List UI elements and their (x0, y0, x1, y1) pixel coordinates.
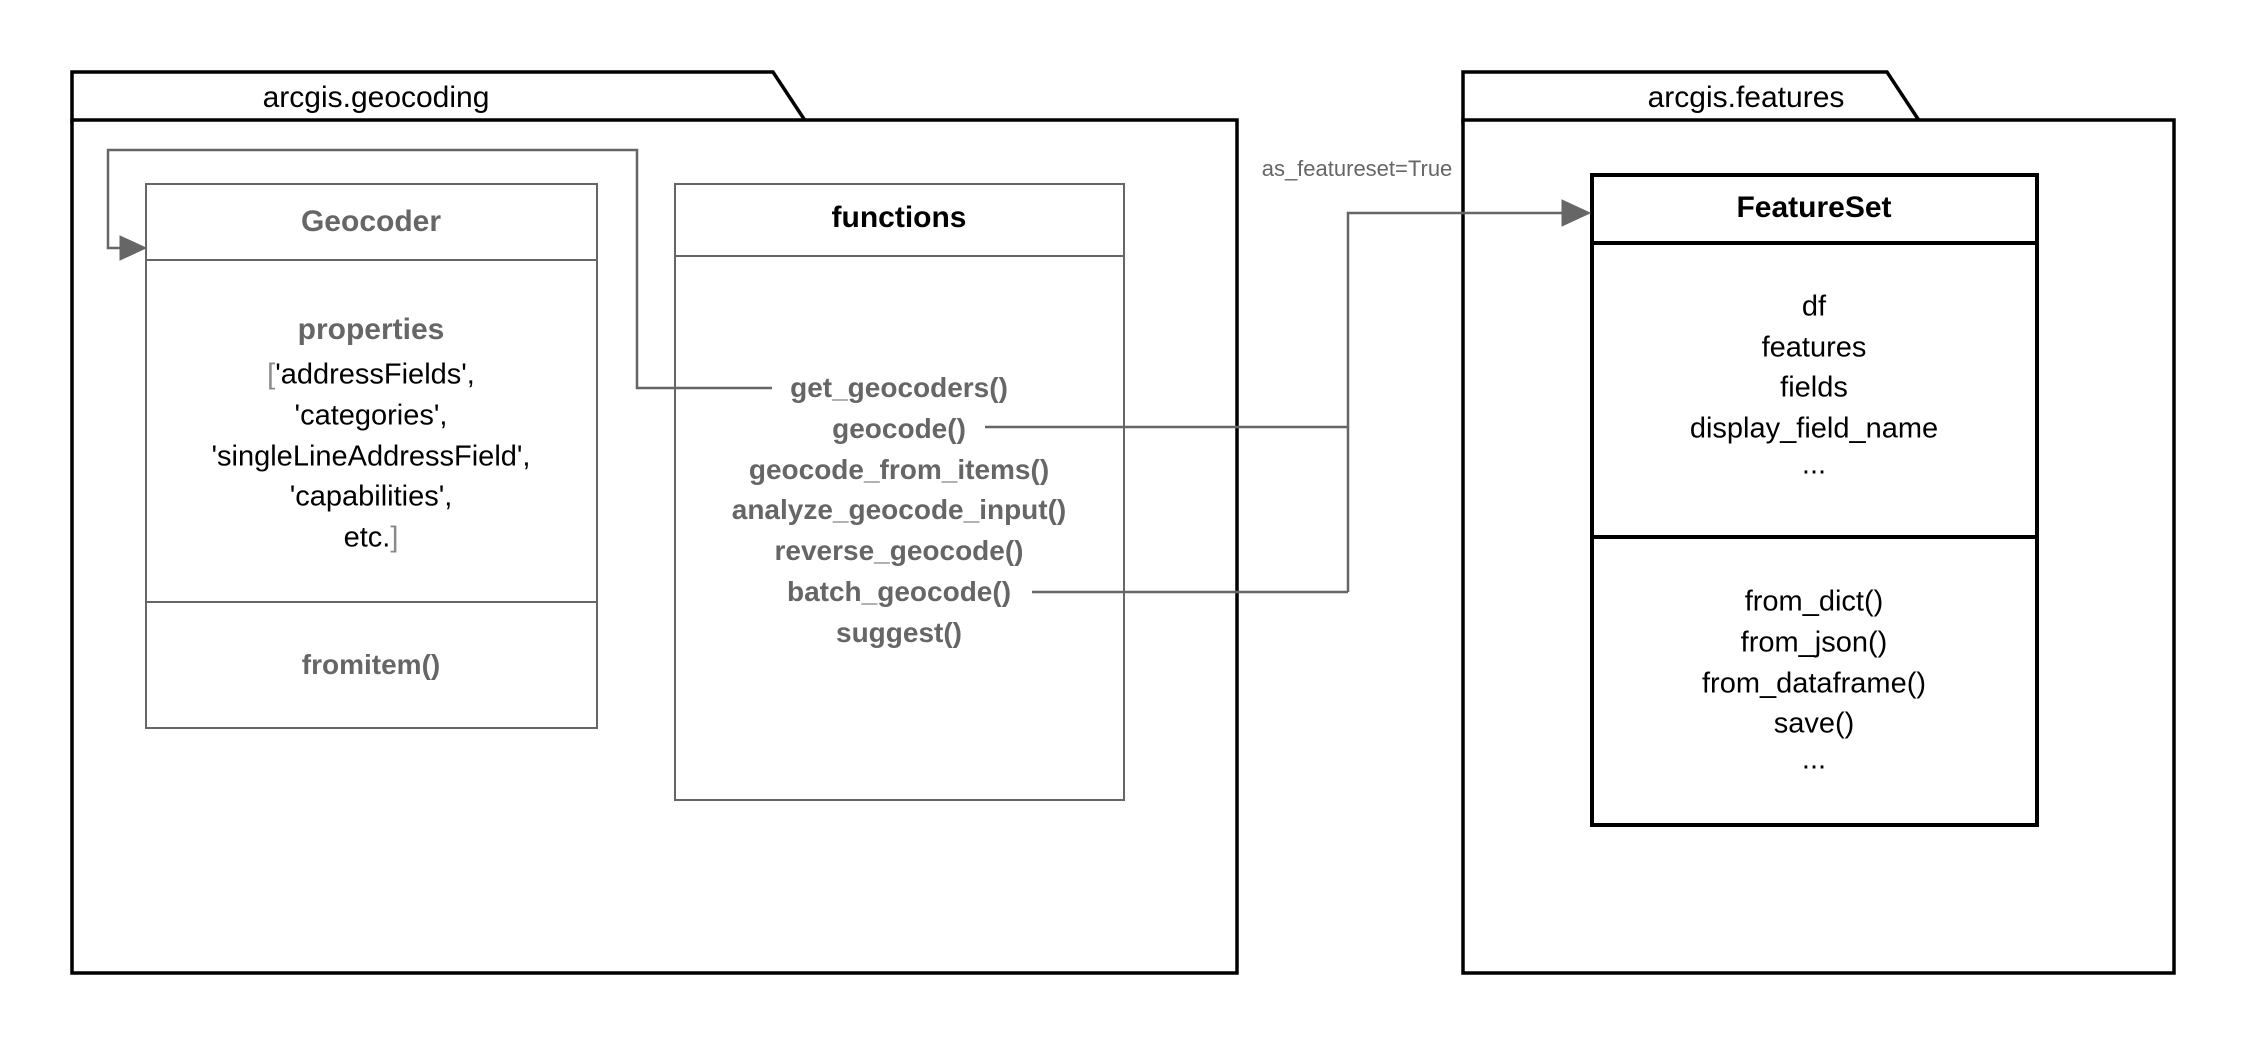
featureset-method-from-dataframe: from_dataframe() (1701, 667, 1927, 700)
functions-item-suggest: suggest() (836, 617, 962, 648)
functions-item-geocode-from-items: geocode_from_items() (748, 454, 1050, 485)
functions-item-analyze-geocode-input: analyze_geocode_input() (731, 494, 1067, 525)
geocoding-package-label: arcgis.geocoding (262, 81, 490, 114)
geocoder-method-fromitem: fromitem() (301, 649, 441, 680)
geocoder-property-line: ['addressFields', (267, 358, 475, 391)
connector-getgeocoders-to-geocoder (106, 148, 772, 390)
functions-item-reverse-geocode: reverse_geocode() (774, 535, 1024, 566)
arrowhead-into-geocoder (119, 235, 148, 261)
featureset-property-fields: fields (1780, 371, 1848, 404)
connector-to-featureset (1346, 211, 1566, 592)
geocoder-property-etc-line: etc.] (343, 521, 399, 554)
bracket-close: ] (390, 521, 399, 554)
featureset-method-save: save() (1773, 707, 1855, 740)
featureset-method-ellipsis: ... (1801, 743, 1827, 776)
featureset-property-features: features (1761, 331, 1867, 364)
arrowhead-into-featureset (1561, 199, 1592, 227)
as-featureset-edge-label: as_featureset=True (1261, 156, 1453, 181)
featureset-property-display-field-name: display_field_name (1689, 412, 1939, 445)
featureset-class-box (1590, 173, 2039, 827)
functions-class-title: functions (831, 201, 967, 234)
featureset-method-from-json: from_json() (1740, 626, 1888, 659)
geocoder-class-box (145, 183, 598, 729)
geocoder-property-addressfields: 'addressFields', (275, 358, 475, 391)
functions-item-geocode: geocode() (832, 413, 966, 444)
featureset-class-title: FeatureSet (1736, 191, 1892, 224)
functions-item-batch-geocode: batch_geocode() (786, 576, 1012, 607)
geocoder-class-title: Geocoder (300, 205, 442, 238)
featureset-method-from-dict: from_dict() (1744, 585, 1884, 618)
functions-item-get-geocoders: get_geocoders() (790, 372, 1008, 403)
geocoder-property-categories: 'categories', (294, 399, 448, 432)
geocoder-property-singlelineaddressfield: 'singleLineAddressField', (211, 440, 531, 473)
functions-class-box (674, 183, 1125, 801)
geocoder-properties-header: properties (297, 313, 445, 346)
geocoder-property-capabilities: 'capabilities', (289, 480, 453, 513)
geocoder-property-etc: etc. (343, 521, 391, 554)
bracket-open: [ (267, 358, 276, 391)
featureset-property-ellipsis: ... (1801, 448, 1827, 481)
featureset-property-df: df (1801, 290, 1827, 323)
features-package-label: arcgis.features (1647, 81, 1845, 114)
